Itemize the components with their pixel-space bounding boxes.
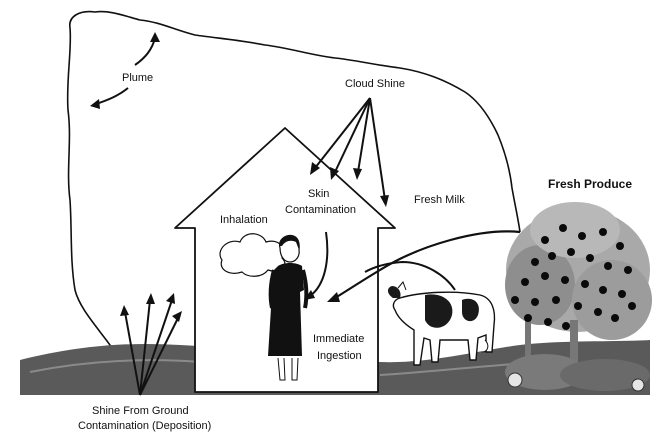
- skin-label-line2: Contamination: [285, 204, 356, 217]
- plume-arrow-up: [135, 38, 155, 65]
- inhalation-label: Inhalation: [220, 214, 268, 227]
- skin-label-line1: Skin: [308, 188, 329, 201]
- plume-label: Plume: [122, 72, 153, 85]
- cloud-shine-label: Cloud Shine: [345, 78, 405, 91]
- plume-arrowhead-up: [150, 32, 160, 42]
- immediate-ingestion-line1: Immediate: [313, 333, 364, 346]
- plume-arrow-down: [96, 88, 128, 104]
- immediate-ingestion-line2: Ingestion: [317, 350, 362, 363]
- fresh-produce-label: Fresh Produce: [548, 178, 632, 191]
- fresh-milk-label: Fresh Milk: [414, 194, 465, 207]
- fruit-tree: [505, 202, 652, 391]
- ground-shine-line1: Shine From Ground: [92, 405, 189, 418]
- ground-shine-line2: Contamination (Deposition): [78, 420, 211, 433]
- plume-arrowhead-down: [90, 99, 100, 109]
- ground-shine-arrowheads: [120, 293, 182, 322]
